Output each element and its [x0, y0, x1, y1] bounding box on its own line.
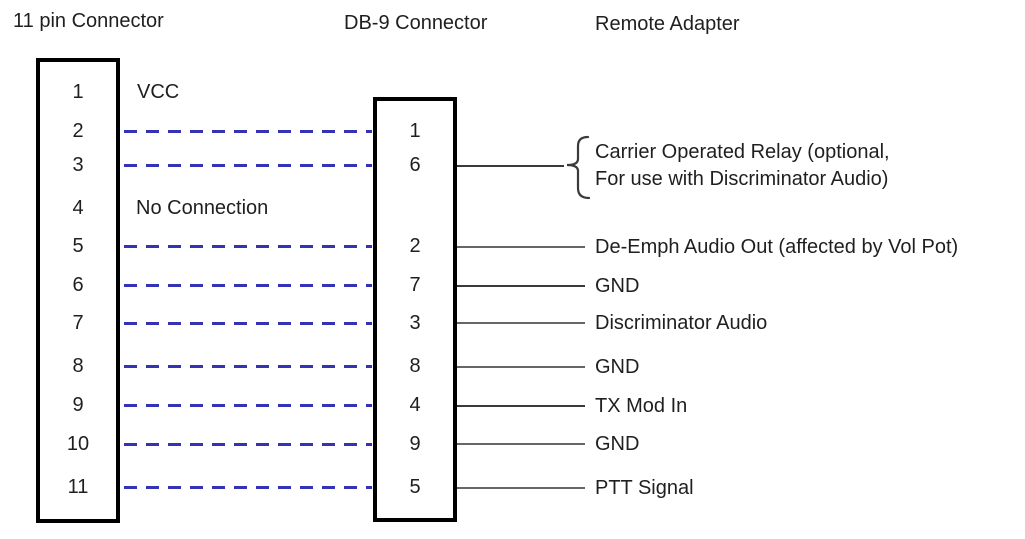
- wire-db9-5-to-ptt: [457, 487, 585, 489]
- pin-db9-7: 7: [409, 274, 421, 296]
- dashed-wire-8-to-8: [124, 365, 372, 368]
- box-11pin-connector: [36, 58, 120, 523]
- pin-11pin-3: 3: [72, 154, 84, 176]
- label-gnd-pin7: GND: [595, 275, 640, 297]
- note-vcc: VCC: [137, 81, 180, 103]
- dashed-wire-2-to-1: [124, 130, 372, 133]
- label-de-emph-audio-out: De-Emph Audio Out (affected by Vol Pot): [595, 236, 959, 258]
- pin-11pin-11: 11: [67, 476, 89, 498]
- pin-db9-4: 4: [409, 394, 421, 416]
- label-carrier-relay-line2: For use with Discriminator Audio): [595, 168, 889, 190]
- label-discriminator-audio: Discriminator Audio: [595, 312, 768, 334]
- pin-db9-3: 3: [409, 312, 421, 334]
- pin-11pin-6: 6: [72, 274, 84, 296]
- pin-db9-5: 5: [409, 476, 421, 498]
- pin-11pin-5: 5: [72, 235, 84, 257]
- dashed-wire-10-to-9: [124, 443, 372, 446]
- wire-db9-9-to-gnd: [457, 443, 585, 445]
- wire-db9-7-to-gnd: [457, 285, 585, 287]
- label-ptt-signal: PTT Signal: [595, 477, 694, 499]
- dashed-wire-6-to-7: [124, 284, 372, 287]
- wire-db9-2-to-de-emph: [457, 246, 585, 248]
- pin-11pin-10: 10: [66, 433, 90, 455]
- dashed-wire-7-to-3: [124, 322, 372, 325]
- wire-db9-6-to-brace: [457, 165, 564, 167]
- dashed-wire-3-to-6: [124, 164, 372, 167]
- pin-11pin-8: 8: [72, 355, 84, 377]
- header-remote-adapter: Remote Adapter: [595, 13, 740, 35]
- dashed-wire-9-to-4: [124, 404, 372, 407]
- pin-db9-6: 6: [409, 154, 421, 176]
- pin-11pin-2: 2: [72, 120, 84, 142]
- note-no-connection: No Connection: [136, 197, 269, 219]
- header-11pin-connector: 11 pin Connector: [13, 10, 164, 32]
- pin-11pin-7: 7: [72, 312, 84, 334]
- pin-db9-2: 2: [409, 235, 421, 257]
- label-gnd-pin8: GND: [595, 356, 640, 378]
- brace-icon: [566, 135, 591, 200]
- pin-db9-9: 9: [409, 433, 421, 455]
- box-db9-connector: [373, 97, 457, 522]
- dashed-wire-5-to-2: [124, 245, 372, 248]
- pin-11pin-1: 1: [72, 81, 84, 103]
- label-carrier-relay-line1: Carrier Operated Relay (optional,: [595, 141, 890, 163]
- pin-11pin-9: 9: [72, 394, 84, 416]
- dashed-wire-11-to-5: [124, 486, 372, 489]
- label-gnd-pin9: GND: [595, 433, 640, 455]
- wire-db9-4-to-tx-mod: [457, 405, 585, 407]
- pin-11pin-4: 4: [72, 197, 84, 219]
- wire-db9-3-to-discriminator: [457, 322, 585, 324]
- pin-db9-1: 1: [409, 120, 421, 142]
- pin-db9-8: 8: [409, 355, 421, 377]
- label-tx-mod-in: TX Mod In: [595, 395, 688, 417]
- header-db9-connector: DB-9 Connector: [344, 12, 488, 34]
- wire-db9-8-to-gnd: [457, 366, 585, 368]
